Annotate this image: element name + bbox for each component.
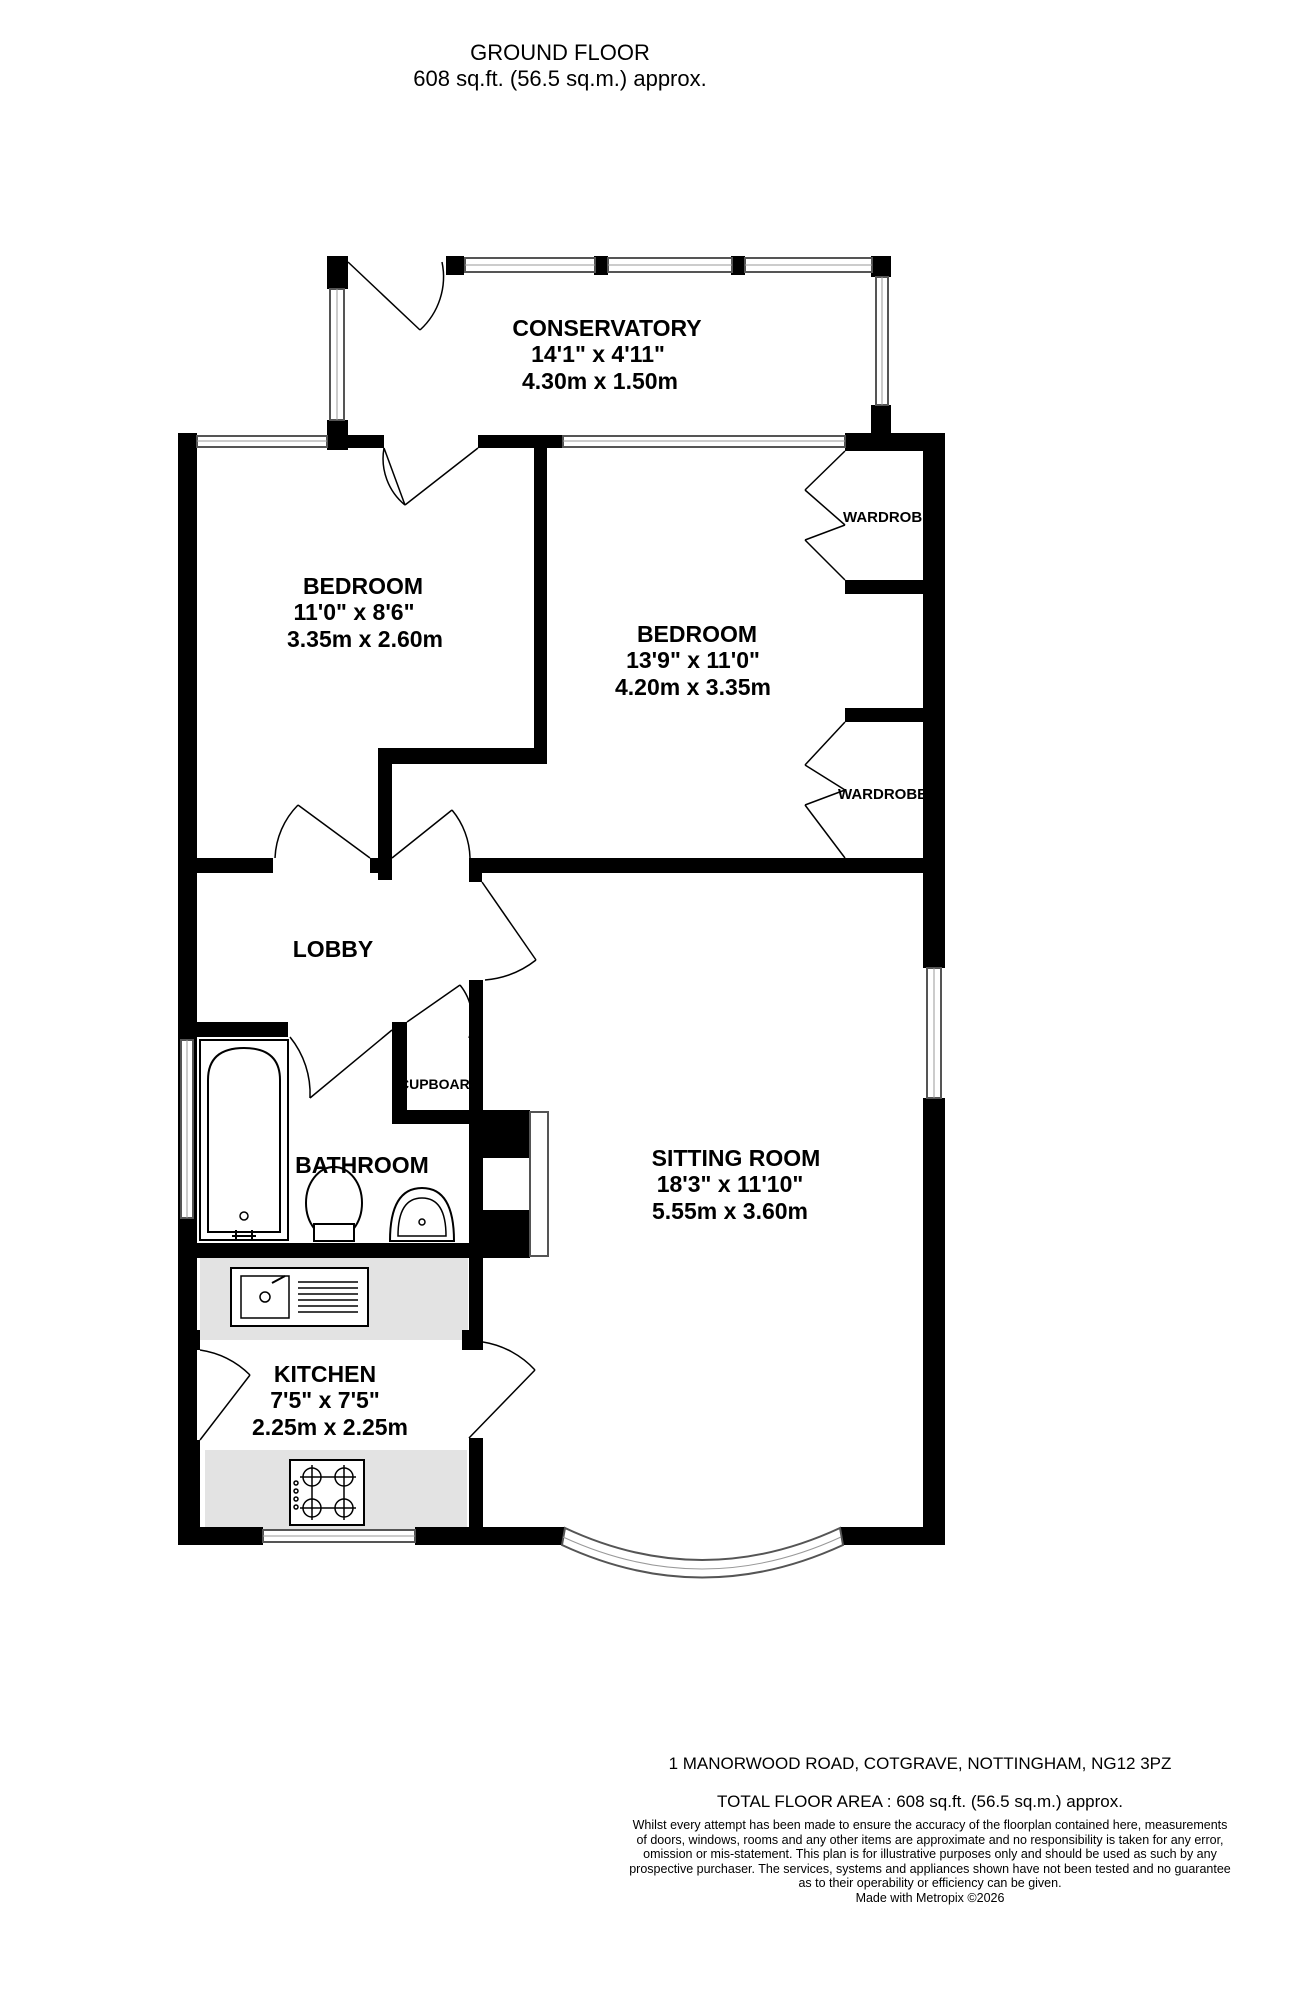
wall	[469, 1438, 483, 1538]
disclaimer-line: of doors, windows, rooms and any other i…	[636, 1832, 1224, 1847]
wall	[446, 256, 464, 275]
wall	[462, 1330, 483, 1350]
room-size-imperial: 13'9" x 11'0"	[626, 647, 760, 673]
wall	[731, 256, 745, 275]
door-conservatory-external	[347, 261, 445, 331]
wall	[847, 858, 945, 873]
wall	[327, 420, 348, 450]
door-kitchen-right	[468, 1341, 536, 1439]
wall	[415, 1527, 565, 1545]
wall	[594, 256, 608, 275]
wall	[178, 1243, 483, 1258]
bath	[199, 1039, 289, 1241]
room-name: SITTING ROOM	[652, 1145, 821, 1171]
floor-area: 608 sq.ft. (56.5 sq.m.) approx.	[413, 66, 707, 91]
floor-name: GROUND FLOOR	[470, 40, 650, 65]
wardrobe-label: WARDROBE	[843, 509, 932, 526]
wardrobe-label: WARDROBE	[838, 786, 927, 803]
small-labels: WARDROBE WARDROBE CUPBOARD	[399, 509, 932, 1092]
wall	[178, 1022, 288, 1037]
door-sitting-room	[481, 881, 537, 981]
wall	[378, 748, 547, 764]
room-size-metric: 2.25m x 2.25m	[252, 1414, 408, 1440]
wall	[482, 858, 852, 873]
door-wardrobe-bottom	[804, 721, 846, 859]
wall	[370, 858, 392, 873]
basin-icon	[388, 1186, 456, 1242]
cupboard-label: CUPBOARD	[399, 1076, 480, 1092]
room-size-imperial: 14'1" x 4'11"	[531, 341, 665, 367]
door-cupboard	[406, 984, 473, 1039]
room-size-imperial: 11'0" x 8'6"	[293, 599, 414, 625]
disclaimer-line: omission or mis-statement. This plan is …	[643, 1847, 1217, 1861]
disclaimer-line: as to their operability or efficiency ca…	[798, 1876, 1062, 1890]
wall	[923, 433, 945, 968]
basin	[388, 1186, 456, 1242]
wall	[178, 1440, 200, 1540]
wall	[392, 1022, 407, 1122]
room-name: BEDROOM	[637, 621, 757, 647]
disclaimer-line: Whilst every attempt has been made to en…	[632, 1818, 1228, 1832]
wall	[469, 1258, 483, 1340]
wall	[845, 433, 945, 451]
wall	[845, 708, 925, 722]
wall	[478, 435, 563, 448]
disclaimer-line: Made with Metropix ©2026	[855, 1890, 1005, 1905]
room-size-imperial: 7'5" x 7'5"	[270, 1387, 380, 1413]
wall	[871, 256, 891, 277]
wall	[845, 580, 925, 594]
room-name: CONSERVATORY	[512, 315, 701, 341]
wall	[840, 1527, 945, 1545]
chimney-breast	[483, 1110, 530, 1158]
wall	[392, 1110, 469, 1124]
wall	[378, 748, 392, 880]
door-bathroom	[289, 1029, 393, 1099]
room-labels: CONSERVATORY 14'1" x 4'11" 4.30m x 1.50m…	[252, 315, 820, 1440]
disclaimer-line: prospective purchaser. The services, sys…	[629, 1861, 1231, 1876]
door-bedroom1-lobby	[274, 804, 371, 859]
room-name: BEDROOM	[303, 573, 423, 599]
room-size-metric: 5.55m x 3.60m	[652, 1198, 808, 1224]
bay-window	[560, 1526, 845, 1579]
door-kitchen-left	[199, 1349, 251, 1441]
wall	[923, 1098, 945, 1538]
toilet	[305, 1166, 363, 1242]
room-size-metric: 4.20m x 3.35m	[615, 674, 771, 700]
door-wardrobe-top	[804, 450, 846, 581]
room-name: BATHROOM	[295, 1152, 429, 1178]
windows	[180, 257, 942, 1579]
wall	[534, 440, 547, 758]
room-name: KITCHEN	[274, 1361, 376, 1387]
wall	[469, 980, 483, 1252]
room-size-metric: 4.30m x 1.50m	[522, 368, 678, 394]
wall	[871, 405, 891, 435]
wall	[469, 858, 482, 882]
door-bedroom2-lobby	[391, 809, 471, 859]
doors	[199, 261, 846, 1441]
wall	[348, 435, 384, 448]
wall	[178, 1330, 200, 1350]
room-size-imperial: 18'3" x 11'10"	[657, 1171, 804, 1197]
hob-icon	[289, 1459, 365, 1526]
door-bedroom1-conservatory	[382, 447, 479, 506]
wall	[327, 256, 348, 289]
hob	[289, 1459, 365, 1526]
room-size-metric: 3.35m x 2.60m	[287, 626, 443, 652]
disclaimer: Whilst every attempt has been made to en…	[600, 1818, 1260, 1905]
wall	[178, 433, 197, 1545]
chimney-breast	[483, 1210, 530, 1258]
wall	[178, 858, 273, 873]
property-address: 1 MANORWOOD ROAD, COTGRAVE, NOTTINGHAM, …	[668, 1754, 1172, 1773]
room-name: LOBBY	[293, 936, 374, 962]
total-floor-area: TOTAL FLOOR AREA : 608 sq.ft. (56.5 sq.m…	[717, 1792, 1123, 1811]
walls	[178, 256, 945, 1545]
bath-icon	[199, 1039, 289, 1241]
fireplace-hearth	[529, 1111, 549, 1257]
sink	[230, 1267, 369, 1327]
